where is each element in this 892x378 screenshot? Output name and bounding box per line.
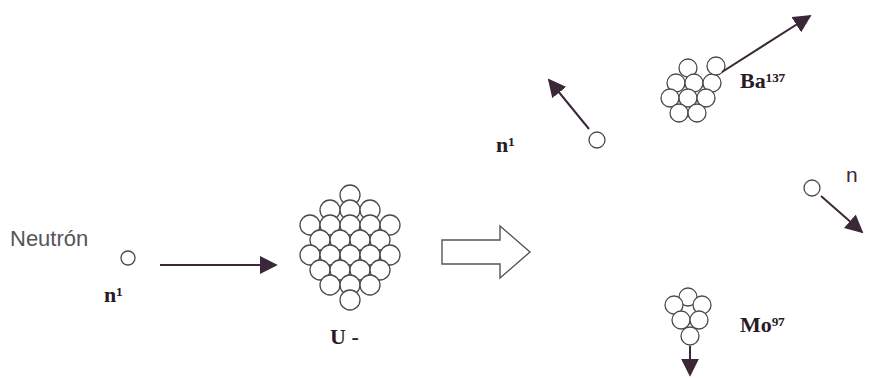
nucleon	[672, 311, 690, 329]
motion-arrow	[549, 80, 589, 129]
particle-caption: Neutrón	[10, 228, 88, 250]
motion-arrow	[821, 196, 862, 232]
particle-label: Mo⁹⁷	[740, 314, 785, 336]
nucleon	[690, 311, 708, 329]
particle-label: n	[846, 164, 858, 185]
motion-arrow	[689, 346, 691, 375]
nucleon	[681, 327, 699, 345]
nucleon	[320, 275, 340, 295]
particle-label: Ba¹³⁷	[740, 70, 785, 92]
motion-arrow	[160, 264, 276, 266]
neutron-particle	[589, 132, 605, 148]
nucleon	[360, 275, 380, 295]
reaction-arrow	[442, 226, 530, 278]
particle-label: n¹	[496, 134, 515, 156]
motion-arrow	[722, 16, 810, 72]
neutron-particle	[121, 251, 135, 265]
particle-label: U -	[330, 326, 359, 348]
nucleon	[670, 104, 688, 122]
nucleon	[340, 290, 360, 310]
neutron-particle	[804, 180, 820, 196]
nucleon	[688, 104, 706, 122]
particle-label: n¹	[104, 284, 123, 306]
